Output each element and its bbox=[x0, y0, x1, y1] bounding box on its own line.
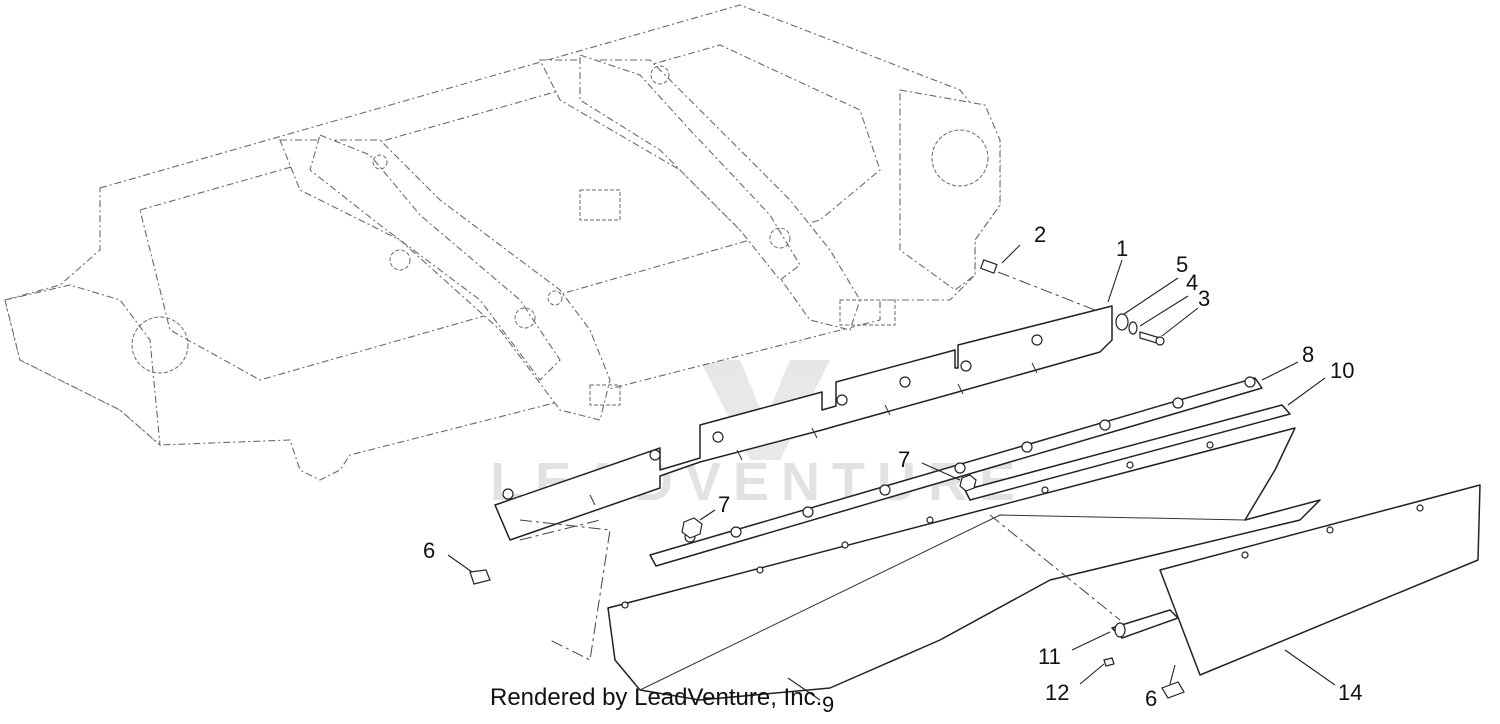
callout-9: 9 bbox=[822, 692, 834, 717]
part-12-screw bbox=[1103, 657, 1115, 667]
mower-deck-housing bbox=[4, 4, 1001, 481]
callout-11: 11 bbox=[1038, 644, 1061, 669]
part-8-strip bbox=[649, 376, 1263, 567]
callout-14: 14 bbox=[1338, 680, 1362, 705]
callout-8: 8 bbox=[1302, 342, 1314, 367]
part-14-rear-plate bbox=[1159, 484, 1481, 676]
callout-leaders bbox=[447, 244, 1336, 701]
part-7-nut-left bbox=[681, 517, 703, 539]
part-1-front-plate bbox=[494, 305, 1113, 661]
part-2-pin bbox=[979, 259, 1101, 313]
rendered-by-credit: Rendered by LeadVenture, Inc. bbox=[490, 684, 823, 711]
part-6-carriage-bolt-left bbox=[469, 569, 491, 585]
part-6-carriage-bolt-right bbox=[1161, 681, 1185, 699]
callout-6-right: 6 bbox=[1145, 686, 1157, 711]
part-5-flat-washer bbox=[1115, 313, 1129, 331]
callout-1: 1 bbox=[1116, 236, 1128, 261]
part-11-bracket bbox=[1111, 609, 1179, 639]
callout-2: 2 bbox=[1034, 222, 1046, 247]
callout-10: 10 bbox=[1330, 358, 1354, 383]
part-3-bolt bbox=[1139, 331, 1165, 346]
callout-3: 3 bbox=[1198, 286, 1210, 311]
part-7-nut-right bbox=[959, 474, 977, 492]
callout-4: 4 bbox=[1186, 270, 1198, 295]
callout-7-right: 7 bbox=[898, 447, 910, 472]
callout-7-left: 7 bbox=[718, 492, 730, 517]
callout-5: 5 bbox=[1176, 252, 1188, 277]
callout-12: 12 bbox=[1045, 680, 1069, 705]
part-4-lock-washer bbox=[1128, 321, 1138, 335]
part-10-strip bbox=[964, 404, 1291, 501]
part-9-skid-plate bbox=[607, 427, 1321, 701]
callout-6-left: 6 bbox=[423, 538, 435, 563]
callout-labels: 1 2 3 4 5 6 6 7 7 8 9 10 11 12 14 bbox=[423, 222, 1362, 717]
